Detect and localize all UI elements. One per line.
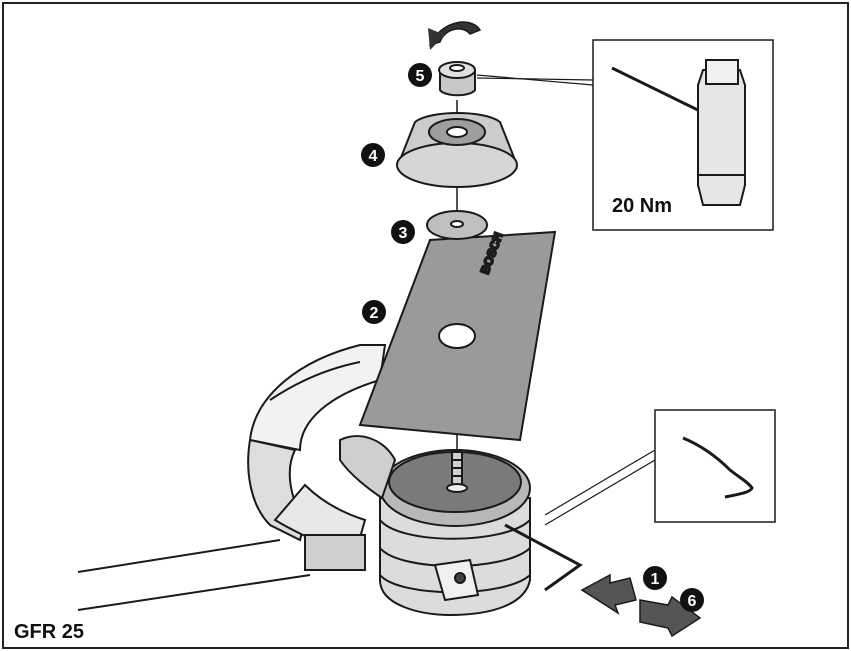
rotation-arrow-icon <box>428 21 482 50</box>
grass-guard <box>247 344 387 557</box>
marker-4: 4 <box>361 143 385 167</box>
inserted-hex-key <box>504 523 583 592</box>
torque-callout: 20 Nm <box>592 39 774 231</box>
svg-text:5: 5 <box>416 68 425 85</box>
cutting-blade: BOSCH <box>358 230 557 442</box>
svg-text:4: 4 <box>369 148 378 165</box>
svg-text:1: 1 <box>651 571 660 588</box>
hex-key-icon <box>682 436 754 499</box>
washer <box>426 210 488 240</box>
svg-text:6: 6 <box>688 593 697 610</box>
torque-wrench-icon <box>611 59 746 206</box>
callout-leaders-top <box>476 74 594 86</box>
trimmer-shaft <box>77 539 311 611</box>
marker-3: 3 <box>391 220 415 244</box>
svg-text:2: 2 <box>370 305 379 322</box>
marker-6: 6 <box>680 588 704 612</box>
marker-2: 2 <box>362 300 386 324</box>
hexkey-callout <box>544 409 776 526</box>
torque-label: 20 Nm <box>612 195 672 217</box>
protective-cup <box>396 112 518 188</box>
marker-1: 1 <box>643 566 667 590</box>
nut <box>438 61 476 97</box>
svg-text:3: 3 <box>399 225 408 242</box>
spindle-bolt <box>446 451 468 493</box>
model-label: GFR 25 <box>14 621 84 643</box>
marker-5: 5 <box>408 63 432 87</box>
